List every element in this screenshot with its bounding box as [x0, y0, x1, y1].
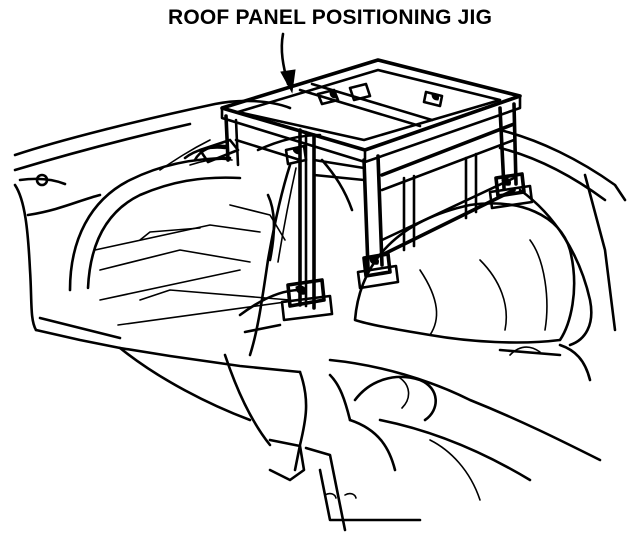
leader-arrow	[280, 32, 296, 94]
roof-panel-positioning-jig	[183, 58, 534, 357]
jig-callout-label: ROOF PANEL POSITIONING JIG	[168, 6, 493, 29]
